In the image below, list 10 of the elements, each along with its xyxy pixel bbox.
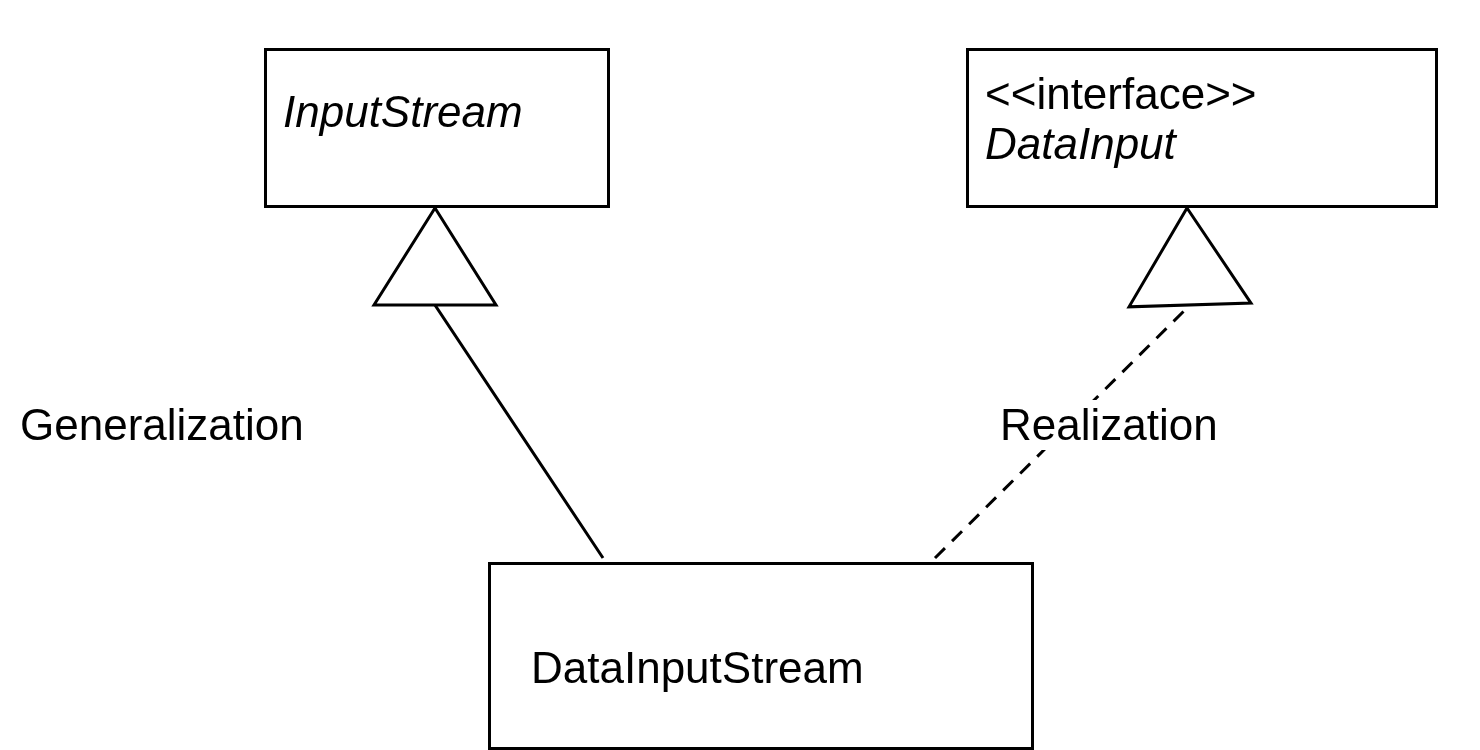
class-name: DataInputStream — [531, 643, 864, 693]
dashed-arrow — [933, 206, 1253, 560]
arrow — [372, 206, 605, 559]
class-name: DataInput — [985, 119, 1176, 169]
class-box — [264, 48, 610, 208]
class-box — [966, 48, 1438, 208]
edge-label: Realization — [1000, 400, 1218, 450]
class-name: InputStream — [283, 87, 523, 137]
class-box — [488, 562, 1034, 750]
stereotype-label: <<interface>> — [985, 69, 1257, 119]
